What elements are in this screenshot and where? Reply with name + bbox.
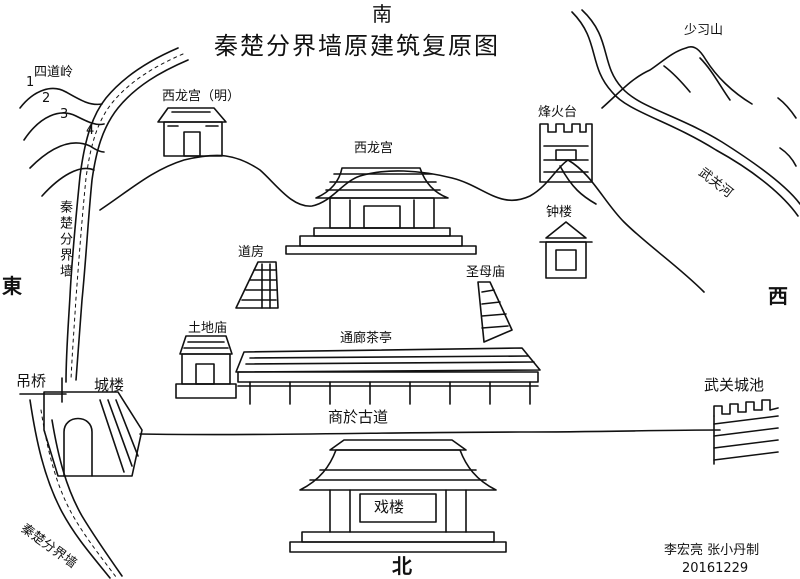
label-langlang-chating: 通廊茶亭	[340, 331, 393, 346]
label-daofang: 道房	[238, 245, 265, 260]
diaoqiao-drawbridge	[19, 377, 67, 403]
chenglou-gate	[43, 391, 143, 477]
left-ridges	[19, 87, 105, 197]
zhonglou-building	[539, 221, 593, 279]
label-xilonggong-ming: 西龙宫（明）	[162, 89, 241, 104]
ground-line	[139, 429, 721, 436]
ridge-number-3: 3	[60, 107, 69, 122]
label-shengmumiao: 圣母庙	[466, 265, 506, 280]
ridge-number-2: 2	[42, 91, 51, 106]
wuguan-city-wall	[713, 399, 779, 465]
label-qinchu-wall-north: 秦楚分界墙	[57, 200, 72, 280]
shaosishan-mountain	[601, 45, 753, 109]
ridge-number-1: 1	[26, 75, 35, 90]
wuguan-river	[571, 9, 800, 217]
central-ridge	[99, 154, 705, 293]
credit-date: 20161229	[682, 561, 749, 576]
xilonggong-building	[285, 167, 477, 255]
direction-south: 南	[372, 2, 392, 26]
xilonggong-ming-building	[157, 107, 227, 157]
direction-west: 西	[768, 284, 788, 308]
label-wuguan-chengchi: 武关城池	[704, 376, 765, 394]
label-chenglou: 城楼	[94, 376, 125, 394]
label-xilonggong: 西龙宫	[354, 141, 394, 156]
label-diaoqiao: 吊桥	[16, 372, 47, 390]
label-xilou: 戏楼	[374, 498, 405, 516]
label-shangyu-gudao: 商於古道	[328, 408, 389, 426]
label-tudimiao: 土地庙	[188, 321, 228, 336]
direction-east: 東	[2, 274, 22, 298]
xilou-building	[289, 439, 507, 553]
label-shaosishan: 少习山	[684, 23, 724, 38]
qinchu-wall-upper	[65, 47, 189, 383]
fenghuotai-building	[539, 123, 593, 183]
direction-north: 北	[392, 554, 412, 578]
ridge-number-4: 4	[86, 123, 95, 138]
corridor-teahouse	[235, 347, 541, 405]
diagram-title: 秦楚分界墙原建筑复原图	[214, 32, 500, 60]
tudimiao-building	[175, 335, 237, 399]
credit-authors: 李宏亮 张小丹制	[664, 543, 760, 558]
daofang-building	[235, 261, 279, 309]
label-sidaoling: 四道岭	[34, 65, 74, 80]
label-zhonglou: 钟楼	[546, 205, 573, 220]
shengmumiao-building	[477, 281, 513, 343]
label-fenghuotai: 烽火台	[538, 105, 578, 120]
